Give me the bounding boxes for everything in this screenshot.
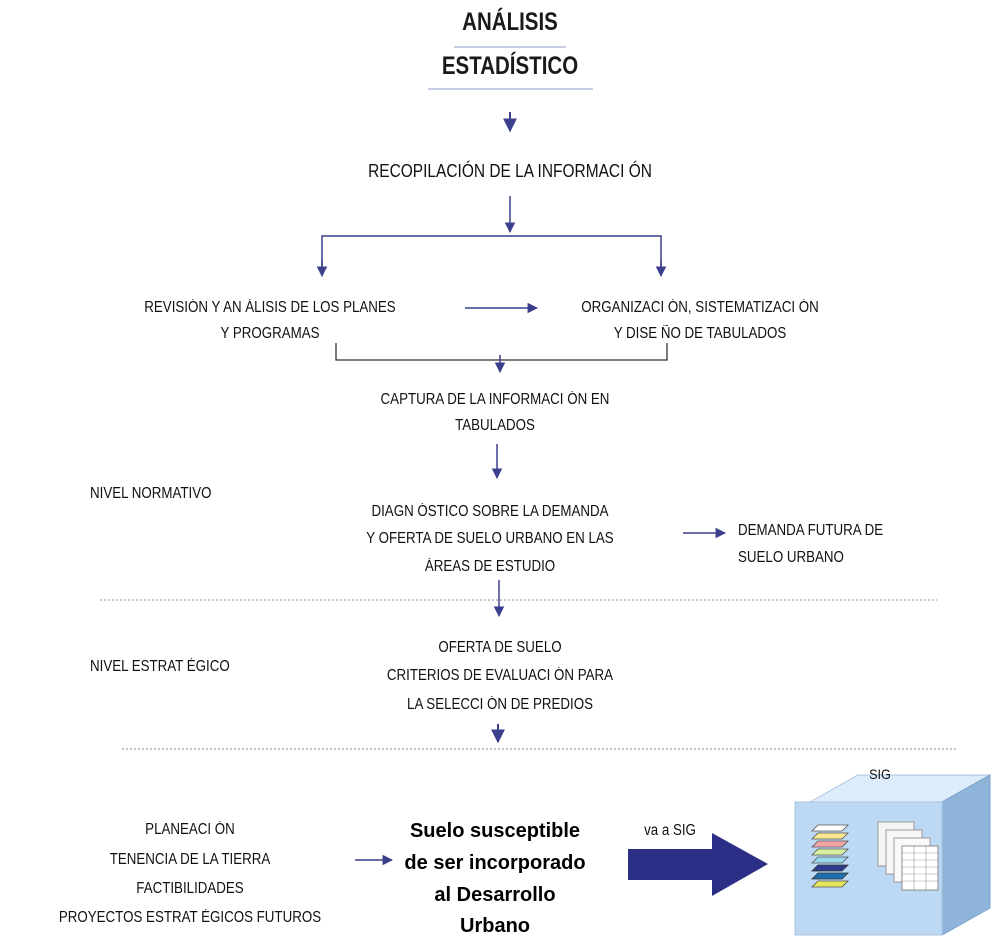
result-line1: Suelo susceptible: [409, 820, 581, 842]
step-diagnostico-line2: Y OFERTA DE SUELO URBANO EN LAS: [366, 530, 614, 547]
spreadsheet-stack-icon: [877, 821, 939, 891]
level-normativo: NIVEL NORMATIVO: [90, 485, 212, 502]
join-bracket: [335, 343, 668, 361]
step-demanda-line2: SUELO URBANO: [738, 549, 844, 566]
branch-line: [321, 235, 662, 268]
sig-label: SIG: [869, 766, 891, 782]
diagram-title-line1: ANÁLISIS: [462, 8, 558, 36]
step-captura-line1: CAPTURA DE LA INFORMACI ÓN EN: [380, 391, 610, 408]
big-arrow-to-sig: [628, 833, 768, 896]
step-oferta-line1: OFERTA DE SUELO: [438, 639, 562, 656]
step-captura-line2: TABULADOS: [455, 417, 535, 434]
step-recopilacion: RECOPILACIÓN DE LA INFORMACI ÓN: [368, 161, 652, 181]
input-tenencia: TENENCIA DE LA TIERRA: [109, 851, 271, 868]
diagram-title-line2: ESTADÍSTICO: [441, 52, 579, 80]
input-proyectos: PROYECTOS ESTRAT ÉGICOS FUTUROS: [58, 909, 322, 926]
step-revision-line1: REVISIÓN Y AN ÁLISIS DE LOS PLANES: [144, 299, 396, 316]
result-line3: al Desarrollo: [434, 884, 556, 906]
title-underline-2: [428, 88, 593, 90]
step-organizacion-line2: Y DISE ÑO DE TABULADOS: [613, 325, 787, 342]
step-diagnostico-line3: ÁREAS DE ESTUDIO: [424, 558, 556, 575]
gis-layers-icon: [811, 824, 849, 888]
title-underline-1: [454, 46, 566, 48]
step-demanda-line1: DEMANDA FUTURA DE: [738, 522, 884, 539]
step-revision-line2: Y PROGRAMAS: [220, 325, 320, 342]
step-oferta-line2: CRITERIOS DE EVALUACI ÓN PARA: [386, 667, 614, 684]
step-organizacion-line1: ORGANIZACI ÓN, SISTEMATIZACI ÓN: [581, 299, 819, 316]
arrow-label-va-a-sig: va a SIG: [644, 822, 696, 839]
input-factibilidades: FACTIBILIDADES: [136, 880, 244, 897]
input-planeacion: PLANEACI ÓN: [145, 821, 235, 838]
result-line4: Urbano: [460, 915, 530, 937]
result-line2: de ser incorporado: [404, 852, 586, 874]
level-estrategico: NIVEL ESTRAT ÉGICO: [90, 658, 230, 675]
step-diagnostico-line1: DIAGN ÓSTICO SOBRE LA DEMANDA: [371, 503, 609, 520]
step-oferta-line3: LA SELECCI ÓN DE PREDIOS: [407, 696, 593, 713]
